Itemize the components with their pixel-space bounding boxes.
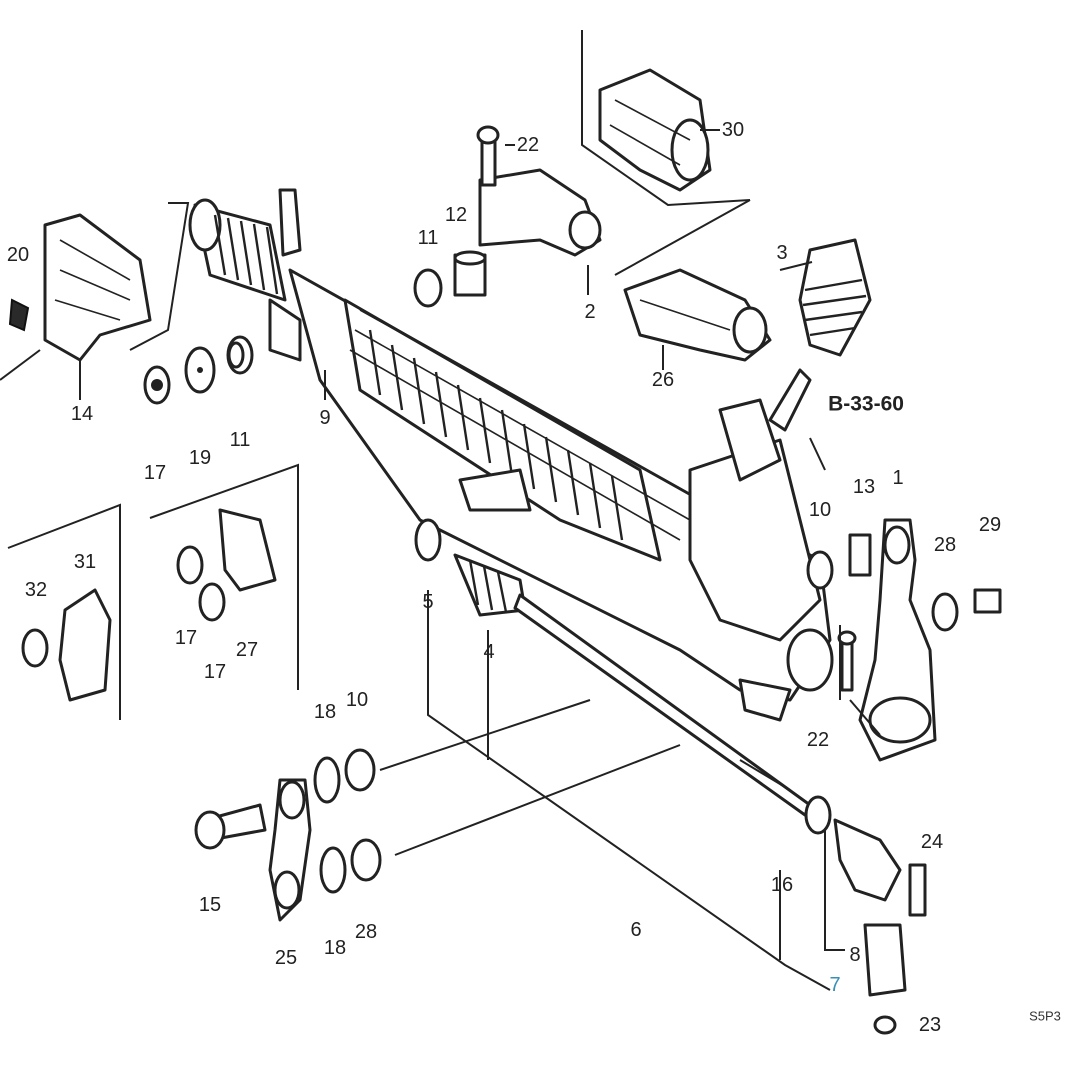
callout-6: 6 <box>630 919 642 941</box>
callout-27: 27 <box>235 639 259 661</box>
callout-23: 23 <box>918 1014 942 1036</box>
leader-lines <box>79 129 881 991</box>
callout-5: 5 <box>422 591 434 613</box>
callout-28-right: 28 <box>933 534 957 556</box>
left-boot <box>188 188 302 302</box>
tie-rod-assembly <box>414 518 927 1035</box>
callout-20: 20 <box>6 244 30 266</box>
callout-16: 16 <box>770 874 794 896</box>
callout-31: 31 <box>73 551 97 573</box>
callout-32: 32 <box>24 579 48 601</box>
callout-29: 29 <box>978 514 1002 536</box>
callout-19: 19 <box>188 447 212 469</box>
callout-11-upper: 11 <box>417 227 439 249</box>
callout-13: 13 <box>852 476 876 498</box>
callout-30: 30 <box>721 119 745 141</box>
callout-10-right: 10 <box>808 499 832 521</box>
bracket-1 <box>806 518 1002 762</box>
callout-8: 8 <box>849 944 861 966</box>
callout-22-right: 22 <box>806 729 830 751</box>
callout-2: 2 <box>584 301 596 323</box>
callout-1: 1 <box>892 467 904 489</box>
clamp-2 <box>413 125 602 308</box>
clamp-26 <box>623 268 772 362</box>
reference-label: B-33-60 <box>828 392 904 416</box>
callout-17-left: 17 <box>174 627 198 649</box>
callout-18-lower: 18 <box>323 937 347 959</box>
bracket-14 <box>8 213 152 362</box>
callout-18-upper: 18 <box>313 701 337 723</box>
callout-28-lower: 28 <box>354 921 378 943</box>
steering-rack-housing <box>268 268 834 722</box>
callout-11-left: 11 <box>229 429 251 451</box>
callout-14: 14 <box>70 403 94 425</box>
callout-9: 9 <box>319 407 331 429</box>
callout-24: 24 <box>920 831 944 853</box>
group-frame-lines <box>0 30 751 720</box>
bushing-row <box>143 335 254 405</box>
diagram-code: S5P3 <box>1029 1008 1061 1024</box>
clamp-30 <box>598 68 712 192</box>
callout-7: 7 <box>829 974 841 996</box>
callout-3: 3 <box>776 242 788 264</box>
callout-4: 4 <box>483 641 495 663</box>
callout-17-lower: 17 <box>203 661 227 683</box>
boot-3 <box>798 238 872 357</box>
callout-10-lower: 10 <box>345 689 369 711</box>
callout-22-upper: 22 <box>516 134 540 156</box>
callout-12: 12 <box>444 204 468 226</box>
callout-15: 15 <box>198 894 222 916</box>
callout-17-upper: 17 <box>143 462 167 484</box>
callout-25: 25 <box>274 947 298 969</box>
lower-brackets <box>21 508 382 922</box>
callout-26: 26 <box>651 369 675 391</box>
